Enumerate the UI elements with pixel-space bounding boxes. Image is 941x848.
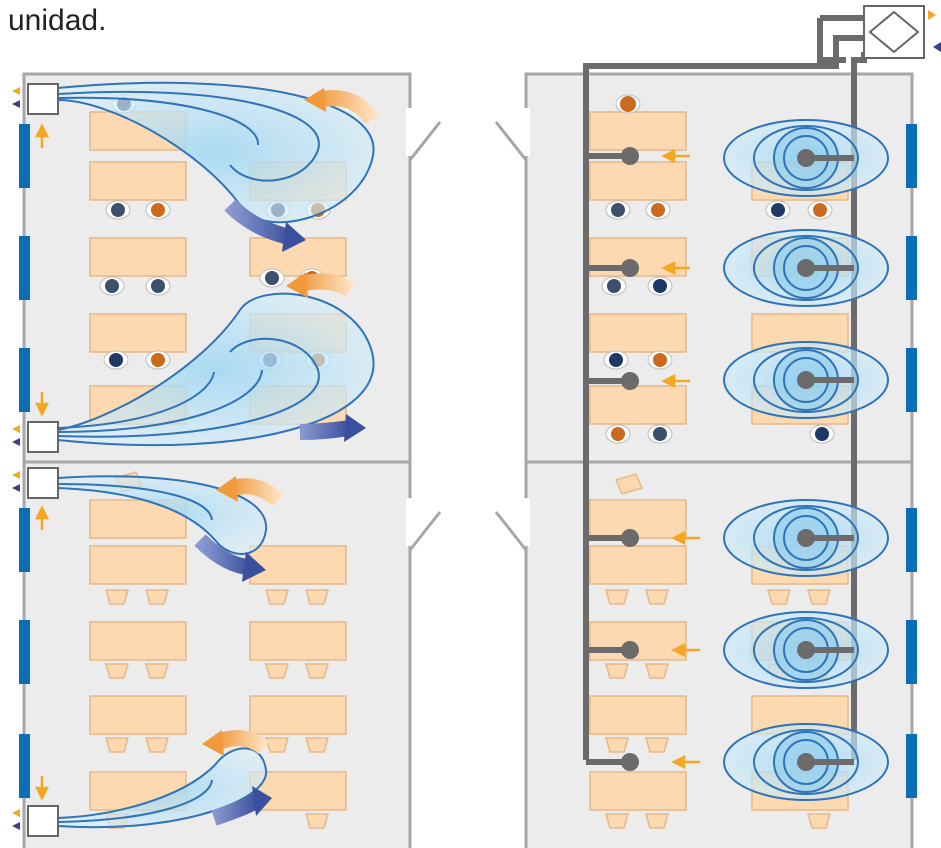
supply-branches — [797, 149, 854, 771]
left-desks — [89, 111, 347, 811]
ceiling-fan-coil-unit-icon — [27, 83, 59, 837]
caption-text: unidad. — [8, 4, 107, 37]
heat-recovery-unit-icon — [863, 5, 941, 59]
left-upper-airflow-top — [57, 81, 379, 252]
extract-branches — [586, 147, 639, 771]
extract-flow-arrows — [661, 148, 700, 770]
window-icon — [19, 124, 917, 798]
left-lower-airflow-top — [57, 475, 284, 582]
unit-flow-markers — [12, 87, 50, 830]
door-icon — [406, 108, 530, 551]
left-upper-airflow-bottom — [57, 272, 375, 447]
left-lower-airflow-bottom — [57, 730, 272, 829]
